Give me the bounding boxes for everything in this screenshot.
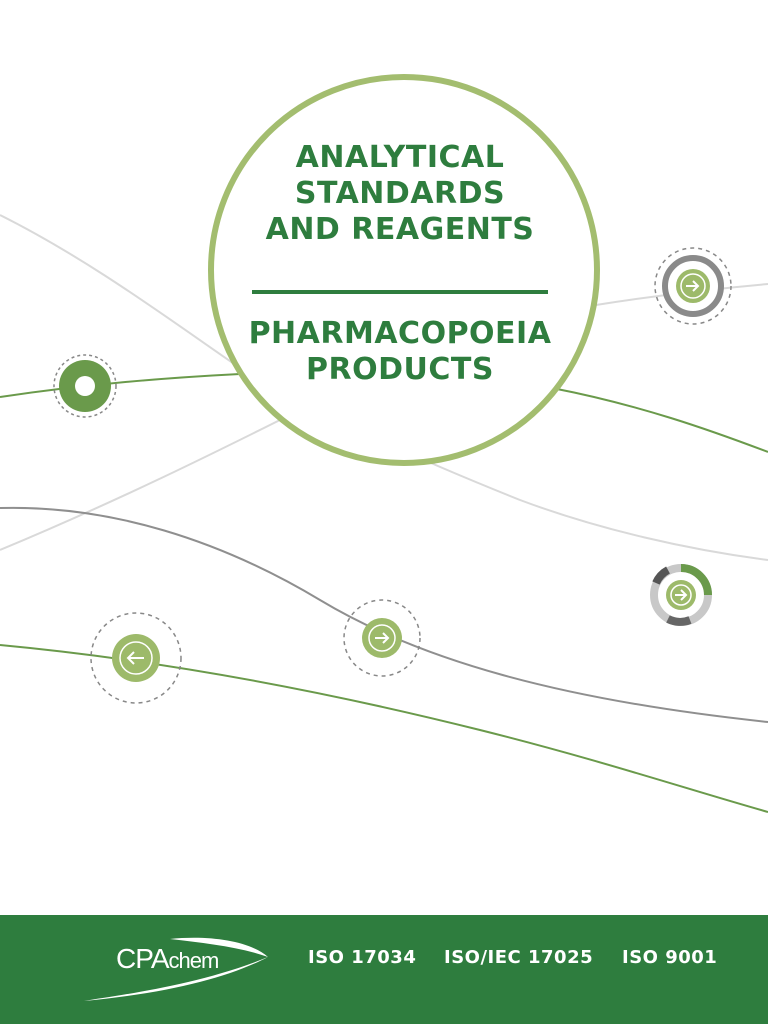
subtitle-line-2: PRODUCTS bbox=[306, 352, 494, 387]
title-circle bbox=[208, 74, 600, 466]
light-gray-curve-lower bbox=[0, 414, 291, 551]
footer-bar: CPAchem ISO 17034 ISO/IEC 17025 ISO 9001 bbox=[0, 915, 768, 1024]
logo-lower: chem bbox=[168, 948, 220, 973]
cert-iso-9001: ISO 9001 bbox=[622, 947, 718, 968]
title-line-1: ANALYTICAL bbox=[295, 140, 505, 175]
gray-curve bbox=[0, 506, 768, 723]
cert-iso-iec-17025: ISO/IEC 17025 bbox=[444, 947, 594, 968]
main-title: ANALYTICAL STANDARDS AND REAGENTS bbox=[212, 140, 588, 248]
green-curve-right bbox=[551, 387, 768, 453]
arrow-right-icon bbox=[650, 564, 712, 626]
title-divider bbox=[252, 290, 548, 294]
arrow-right-icon bbox=[654, 247, 732, 325]
logo-caps: CPA bbox=[116, 943, 169, 974]
arrow-left-icon bbox=[90, 612, 182, 704]
title-line-2: STANDARDS bbox=[294, 176, 506, 211]
ring-node-icon bbox=[53, 354, 117, 418]
title-line-3: AND REAGENTS bbox=[265, 212, 535, 247]
subtitle: PHARMACOPOEIA PRODUCTS bbox=[212, 316, 588, 388]
cert-iso-17034: ISO 17034 bbox=[308, 947, 417, 968]
green-curve-left bbox=[0, 373, 241, 398]
cpachem-logo bbox=[84, 937, 268, 1001]
green-curve-bottom bbox=[0, 644, 768, 813]
logo-wordmark: CPAchem bbox=[116, 943, 220, 975]
subtitle-line-1: PHARMACOPOEIA bbox=[248, 316, 552, 351]
arrow-right-icon bbox=[343, 599, 421, 677]
